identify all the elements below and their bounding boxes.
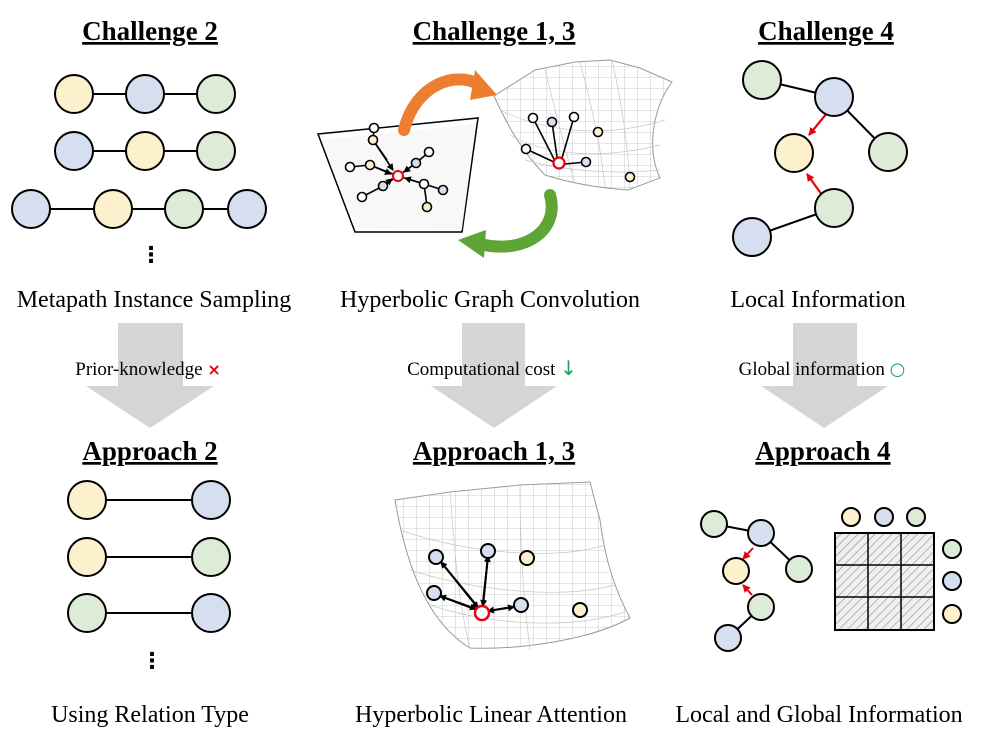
approach-4-title: Approach 4 [755,436,890,466]
challenge-4-title: Challenge 4 [758,16,894,46]
challenge-4-caption: Local Information [730,287,905,313]
approach-1-3-caption: Hyperbolic Linear Attention [355,702,627,728]
attention-matrix [834,507,962,631]
transition-label-prior-knowledge: Prior-knowledge × [75,359,220,380]
challenge-1-3-title: Challenge 1, 3 [413,16,576,46]
exp-map-arrow-icon [398,70,497,136]
log-map-arrow-icon [458,189,558,258]
local-graph [732,60,908,257]
transition-arrow-col1 [86,323,214,428]
local-graph-small [700,510,813,652]
cross-mark-icon: × [207,360,220,379]
approach-1-3-title: Approach 1, 3 [413,436,575,466]
challenge-2-caption: Metapath Instance Sampling [17,287,292,313]
challenge-1-3-caption: Hyperbolic Graph Convolution [340,287,640,313]
hyperbolic-surface-top [493,59,673,191]
circle-mark-icon: ○ [890,359,906,380]
relation-pairs [67,480,231,633]
center-node [552,156,566,170]
transition-label-global-information: Global information ○ [739,359,906,380]
tangent-plane [316,117,479,233]
approach-2-title: Approach 2 [82,436,217,466]
challenge-2-title: Challenge 2 [82,16,218,46]
metapath-chains [11,74,267,229]
transition-arrow-col2 [431,323,557,428]
center-node [392,170,404,182]
center-node [473,604,491,622]
transition-label-computational-cost: Computational cost ↓ [407,356,577,380]
ellipsis-approach-2: ⋮ [141,649,163,674]
approach-2-caption: Using Relation Type [51,702,249,728]
approach-4-caption: Local and Global Information [675,702,962,728]
down-arrow-icon: ↓ [560,356,577,380]
hyperbolic-surface-attention [394,481,631,651]
ellipsis-challenge-2: ⋮ [140,243,162,268]
transition-arrow-col3 [761,323,888,428]
